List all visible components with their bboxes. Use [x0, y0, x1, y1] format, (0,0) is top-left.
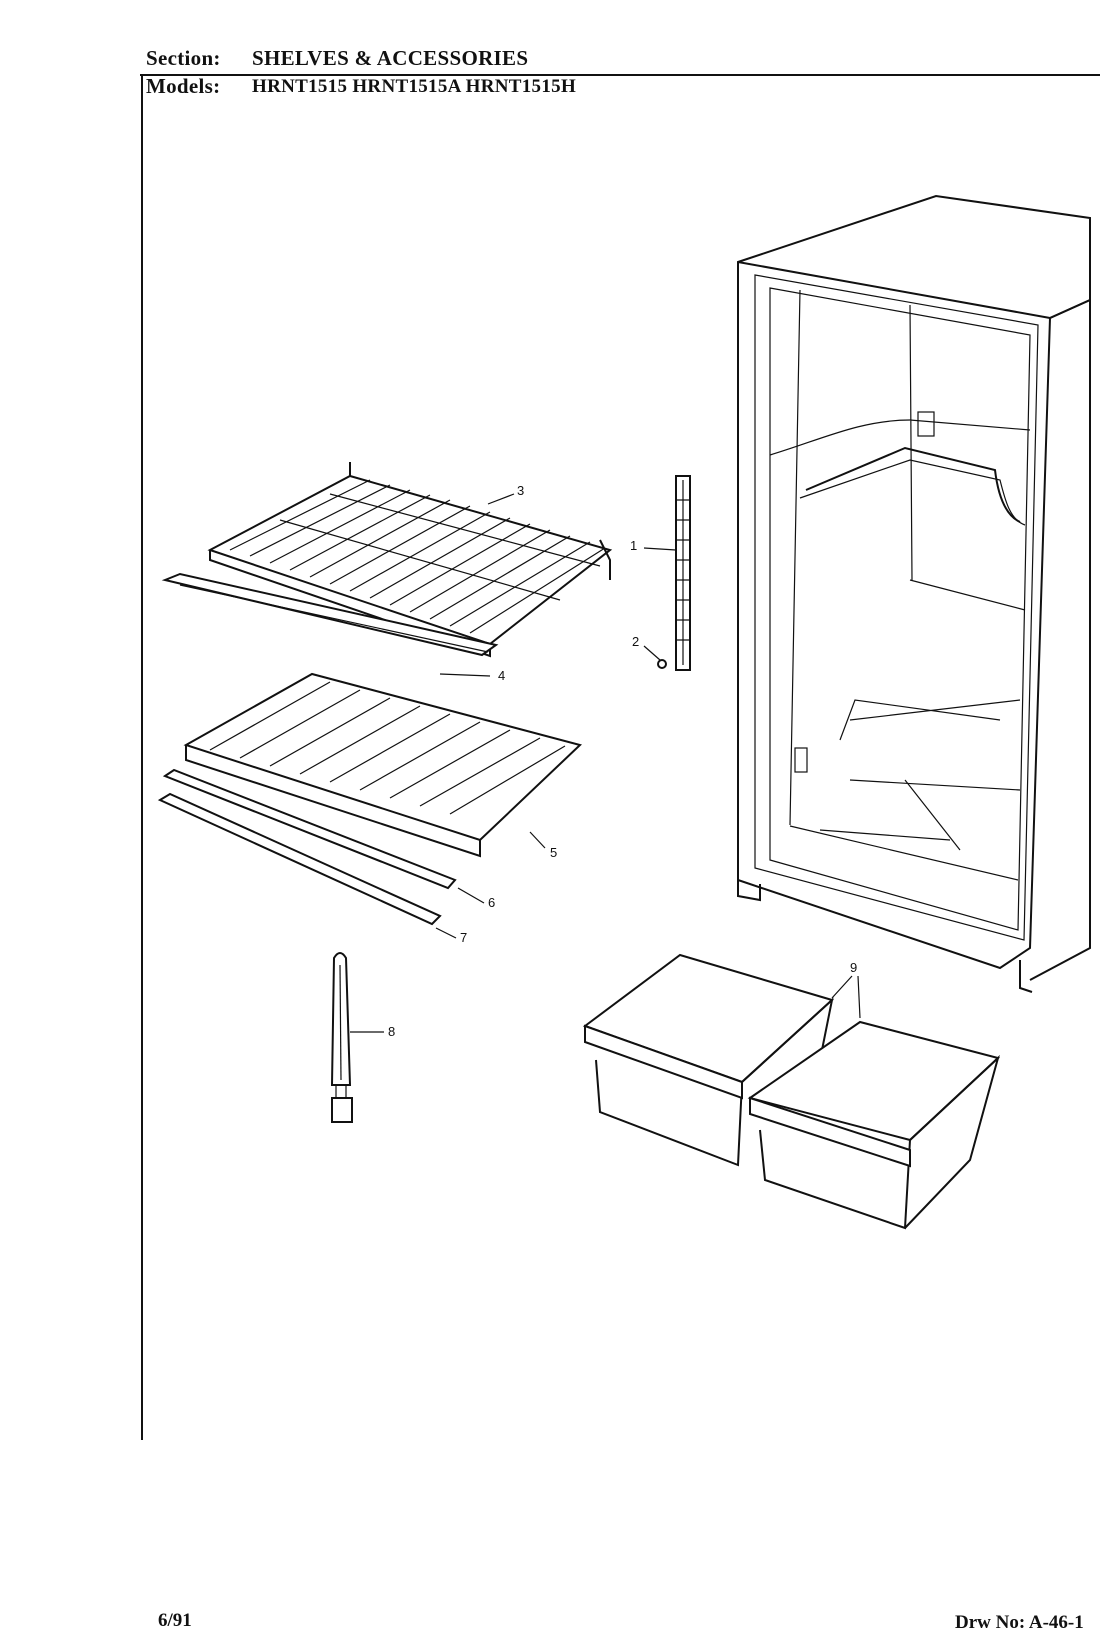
screw-drawing: [657, 659, 667, 669]
models-label: Models:: [146, 74, 221, 98]
drawing-date: 6/91: [158, 1610, 192, 1631]
refrigerator-cabinet-drawing: [737, 194, 1091, 993]
drawing-number: Drw No: A-46-1: [955, 1612, 1084, 1633]
callout-3: 3: [517, 483, 525, 498]
callout-4: 4: [498, 668, 506, 683]
leader-lines: [350, 493, 861, 1033]
shelf-trim-strip-drawing: [162, 768, 457, 890]
shelf-support-drawing: [330, 952, 353, 1123]
callout-5: 5: [550, 845, 558, 860]
callout-7: 7: [460, 930, 468, 945]
shelf-trim-drawing: [161, 572, 499, 657]
callout-9: 9: [850, 960, 858, 975]
callout-1: 1: [630, 538, 638, 553]
crisper-drawers-drawing: [582, 953, 1001, 1230]
section-label: Section:: [146, 46, 221, 70]
callout-6: 6: [488, 895, 496, 910]
glass-shelf-drawing: [183, 672, 582, 858]
callout-8: 8: [388, 1024, 396, 1039]
shelf-ladder-drawing: [675, 475, 691, 671]
parts-diagram: [140, 74, 1100, 1440]
section-title: SHELVES & ACCESSORIES: [252, 46, 529, 70]
models-list: HRNT1515 HRNT1515A HRNT1515H: [252, 76, 577, 97]
shelf-front-strip-drawing: [157, 792, 442, 926]
page-frame: [140, 74, 1100, 1440]
callout-2: 2: [632, 634, 640, 649]
